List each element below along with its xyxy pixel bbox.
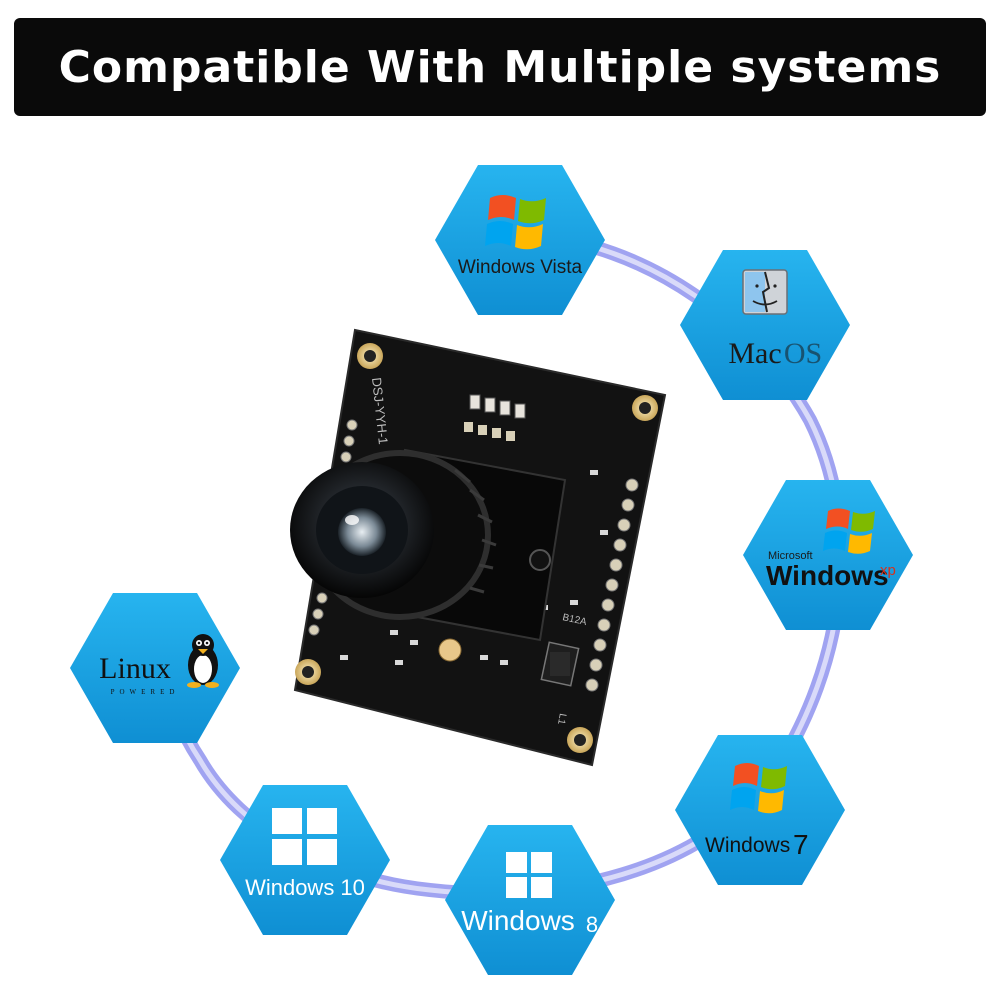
system-label: Mac	[728, 337, 781, 370]
windows-flag-icon	[730, 763, 787, 814]
hex-mac-os: Mac OS	[680, 250, 850, 400]
system-label-num: 8	[586, 912, 598, 937]
system-label-sup: xp	[880, 562, 896, 579]
title-banner: Compatible With Multiple systems	[14, 18, 986, 116]
system-label: Windows Vista	[458, 257, 583, 278]
ir-led	[529, 549, 551, 571]
board-label-l1: L1	[555, 712, 568, 725]
board-silkscreen: DSJ-YYH-1	[369, 377, 391, 445]
system-label: Linux	[99, 652, 171, 685]
system-label: Windows	[766, 560, 889, 591]
chip-label: B12A	[561, 612, 588, 628]
microphone	[438, 638, 462, 662]
system-label: Windows	[705, 834, 790, 857]
system-label: Windows	[461, 905, 575, 936]
windows-tiles-icon	[272, 808, 337, 865]
windows-tiles-icon	[506, 852, 552, 898]
hex-windows-vista: Windows Vista	[435, 165, 605, 315]
top-connector	[469, 394, 526, 419]
windows-flag-icon	[823, 508, 875, 554]
banner-title: Compatible With Multiple systems	[58, 41, 942, 93]
mac-finder-icon	[742, 269, 788, 315]
system-label-os: OS	[784, 337, 822, 370]
hex-windows-10: Windows 10	[220, 785, 390, 935]
hex-windows-7: Windows 7	[675, 735, 845, 885]
hex-windows-xp: Microsoft Windows xp	[743, 480, 913, 630]
system-sublabel: POWERED	[111, 688, 180, 696]
camera-board: DSJ-YYH-1 B12A L1	[290, 328, 667, 767]
hex-linux: Linux POWERED	[70, 593, 240, 743]
pin-header	[585, 478, 639, 692]
lens-glass	[338, 508, 386, 556]
system-label: Windows 10	[245, 875, 365, 900]
system-label-top: Microsoft	[768, 550, 813, 562]
hex-windows-8: Windows 8	[445, 825, 615, 975]
tux-penguin-icon	[187, 634, 219, 688]
windows-flag-icon	[485, 195, 546, 250]
system-label-num: 7	[793, 829, 809, 860]
